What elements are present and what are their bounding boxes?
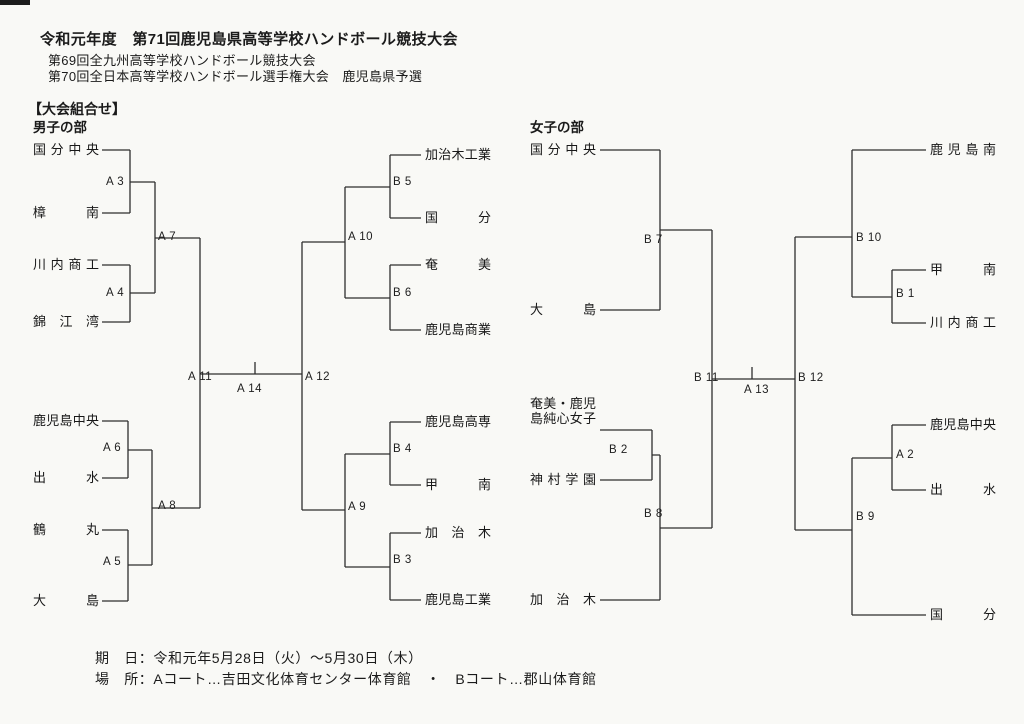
- team-name: 鹿児島中央: [33, 413, 99, 428]
- match-label-a6: A 6: [103, 442, 122, 454]
- team-name: 甲南: [425, 477, 491, 492]
- event-venues: 場 所：Aコート…吉田文化体育センター体育館 ・ Bコート…郡山体育館: [95, 671, 597, 687]
- match-label-b1: B 1: [896, 288, 915, 300]
- match-label-b12: B 12: [798, 372, 824, 384]
- match-label-a2: A 2: [896, 449, 915, 461]
- team-name: 鹿児島高専: [425, 414, 491, 429]
- match-label-a12: A 12: [305, 371, 331, 383]
- match-label-b4: B 4: [393, 443, 412, 455]
- team-name: 加治木工業: [425, 147, 491, 162]
- team-name: 国分中央: [33, 142, 99, 157]
- match-label-a11: A 11: [188, 371, 213, 383]
- subtitle-national-qualifier: 第70回全日本高等学校ハンドボール選手権大会 鹿児島県予選: [48, 69, 423, 84]
- match-label-a7: A 7: [158, 231, 177, 243]
- subtitle-kyushu-tournament: 第69回全九州高等学校ハンドボール競技大会: [48, 53, 316, 68]
- match-label-a8: A 8: [158, 500, 177, 512]
- team-name: 出水: [33, 470, 99, 485]
- mens-division-heading: 男子の部: [33, 120, 87, 135]
- match-label-b9: B 9: [856, 511, 875, 523]
- team-name: 川内商工: [33, 257, 99, 272]
- team-name: 国分中央: [530, 142, 596, 157]
- match-label-a4: A 4: [106, 287, 125, 299]
- match-label-b6: B 6: [393, 287, 412, 299]
- team-name: 奄美・鹿児島純心女子: [530, 396, 596, 426]
- team-name: 奄美: [425, 257, 491, 272]
- team-name: 加治木: [530, 592, 596, 607]
- team-name: 錦江湾: [33, 314, 99, 329]
- pairings-heading: 【大会組合せ】: [28, 101, 126, 117]
- match-label-a9: A 9: [348, 501, 367, 513]
- scan-edge-artifact: [0, 0, 30, 5]
- team-name: 大島: [33, 593, 99, 608]
- team-name: 加治木: [425, 525, 491, 540]
- team-name: 鹿児島商業: [425, 322, 491, 337]
- match-label-b8: B 8: [644, 508, 663, 520]
- match-label-b7: B 7: [644, 234, 663, 246]
- match-label-a14: A 14: [237, 383, 263, 395]
- match-label-a13: A 13: [744, 384, 770, 396]
- team-name: 川内商工: [930, 315, 996, 330]
- match-label-a5: A 5: [103, 556, 122, 568]
- event-dates: 期 日：令和元年5月28日（火）～5月30日（木）: [95, 650, 423, 666]
- team-name: 国分: [930, 607, 996, 622]
- match-label-b3: B 3: [393, 554, 412, 566]
- team-name: 国分: [425, 210, 491, 225]
- team-name: 鹿児島中央: [930, 417, 996, 432]
- match-label-a10: A 10: [348, 231, 374, 243]
- tournament-title: 令和元年度 第71回鹿児島県高等学校ハンドボール競技大会: [40, 31, 458, 48]
- womens-division-heading: 女子の部: [530, 120, 584, 135]
- match-label-b10: B 10: [856, 232, 882, 244]
- match-label-b11: B 11: [694, 372, 719, 384]
- team-name: 鹿児島南: [930, 142, 996, 157]
- team-name: 大島: [530, 302, 596, 317]
- team-name: 出水: [930, 482, 996, 497]
- team-name: 鹿児島工業: [425, 592, 491, 607]
- team-name: 神村学園: [530, 472, 596, 487]
- team-name: 甲南: [930, 262, 996, 277]
- team-name: 鶴丸: [33, 522, 99, 537]
- team-name: 樟南: [33, 205, 99, 220]
- match-label-b5: B 5: [393, 176, 412, 188]
- match-label-b2: B 2: [609, 444, 628, 456]
- match-label-a3: A 3: [106, 176, 125, 188]
